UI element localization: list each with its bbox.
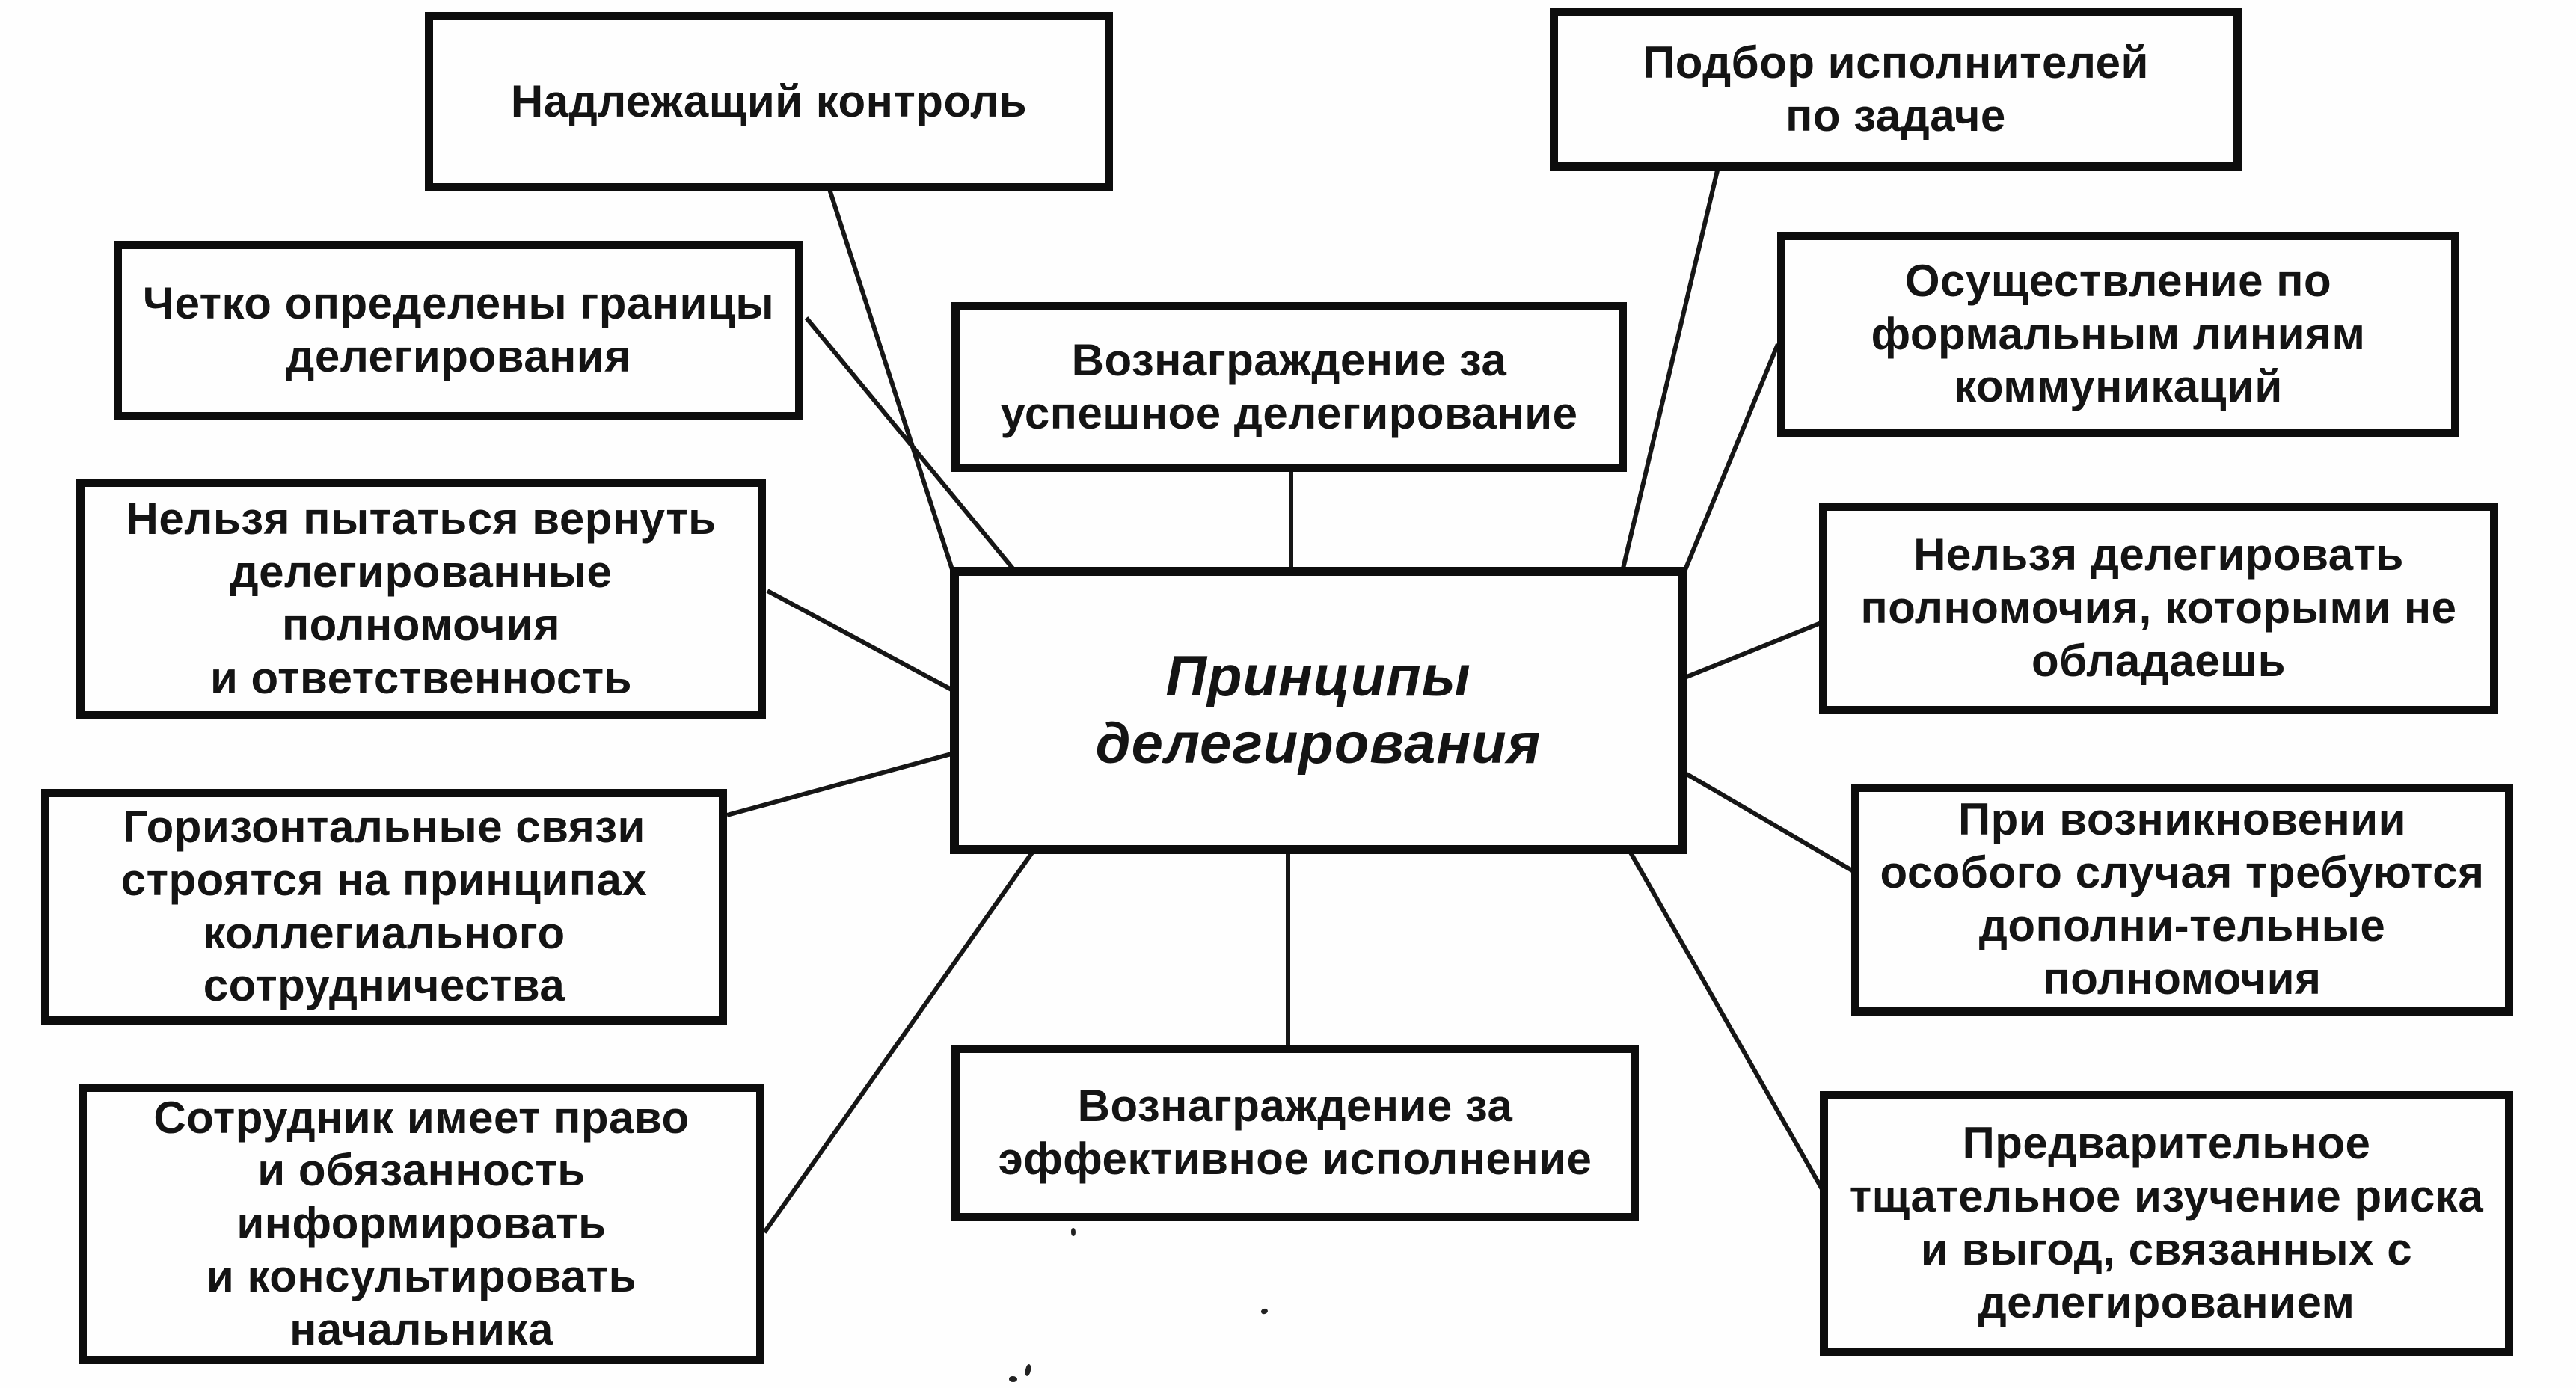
scan-speck [972, 112, 978, 119]
node-reward-execution: Вознаграждение за эффективное исполнение [951, 1045, 1639, 1221]
connector-center-unowned [1685, 620, 1824, 679]
connector-bounds-center [804, 316, 1025, 583]
connector-center-special [1685, 772, 1855, 873]
connector-inform-center [762, 851, 1034, 1234]
node-horizontal-links: Горизонтальные связи строятся на принцип… [41, 789, 727, 1025]
node-executor-selection: Подбор исполнителей по задаче [1550, 8, 2242, 171]
scan-speck [1009, 1376, 1017, 1382]
connector-horiz-center [726, 752, 952, 817]
node-no-return: Нельзя пытаться вернуть делегированные п… [76, 479, 766, 719]
node-formal-lines: Осуществление по формальным линиям комму… [1777, 232, 2459, 437]
node-clear-boundaries: Четко определены границы делегирования [114, 241, 803, 420]
scan-speck [1071, 1228, 1076, 1236]
node-no-delegate-unowned: Нельзя делегировать полномочия, которыми… [1819, 503, 2498, 714]
connector-selection-center [1621, 170, 1720, 569]
connector-noreturn-center [766, 589, 953, 692]
connector-control-center [826, 184, 958, 582]
node-risk-benefit-study: Предварительное тщательное изучение риск… [1820, 1091, 2513, 1356]
connector-center-risk [1628, 851, 1824, 1191]
node-employee-inform: Сотрудник имеет право и обязанность инфо… [79, 1084, 764, 1364]
node-special-case: При возникновении особого случая требуют… [1851, 784, 2513, 1016]
connector-formal-center [1683, 343, 1780, 571]
node-delegation-principles-center: Принципы делегирования [950, 567, 1687, 854]
node-proper-control: Надлежащий контроль [425, 12, 1113, 191]
node-reward-delegation: Вознаграждение за успешное делегирование [951, 302, 1627, 472]
